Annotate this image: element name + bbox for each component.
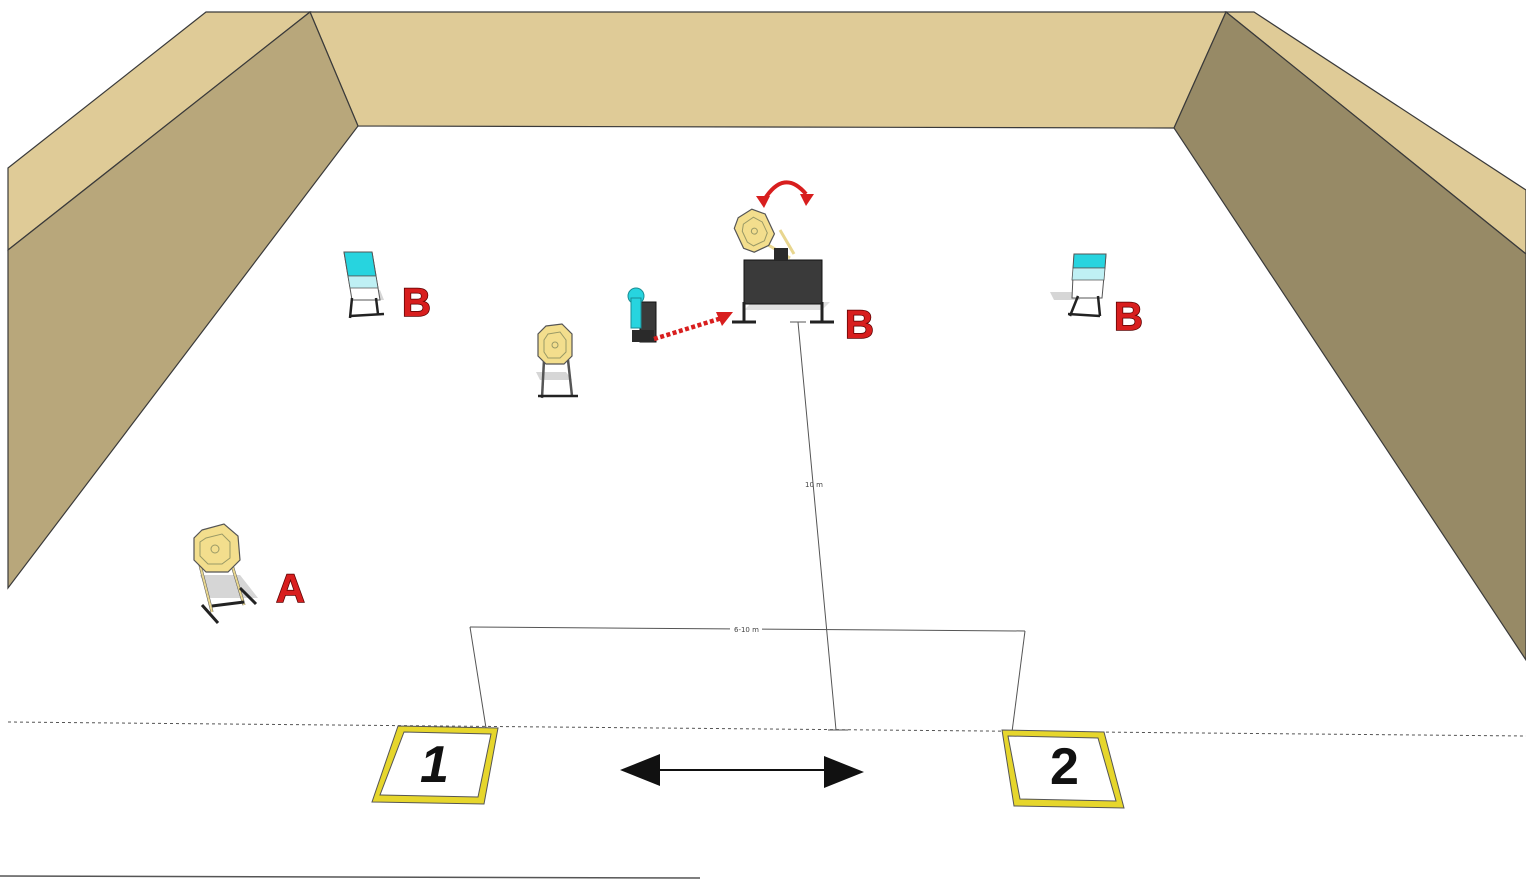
- target-a-face: [193, 523, 241, 573]
- target-center-paper: [536, 323, 578, 399]
- double-arrow-icon: [620, 754, 864, 788]
- target-a: A: [193, 523, 306, 624]
- back-wall-top: [309, 11, 1227, 129]
- dotted-arrow-icon: [653, 312, 733, 342]
- shooting-box-1: 1: [371, 725, 499, 805]
- target-a-label: A: [276, 567, 305, 611]
- width-dimension: 6-10 m: [469, 624, 1026, 733]
- mover-base: [743, 259, 823, 305]
- shooting-box-1-label: 1: [420, 736, 449, 794]
- activator-popper: [627, 287, 657, 343]
- width-dimension-label: 6-10 m: [734, 626, 759, 634]
- depth-dimension-label: 10 m: [805, 481, 823, 489]
- target-b-left-label: B: [402, 281, 431, 325]
- target-b-center-label: B: [845, 303, 874, 347]
- fault-line: [7, 721, 1526, 737]
- shooting-box-2: 2: [1001, 729, 1125, 809]
- depth-dimension: 10 m: [790, 321, 848, 731]
- curved-arrow-icon: [762, 180, 808, 202]
- floor-edge-line: [0, 875, 701, 879]
- right-wall-face: [1173, 11, 1526, 662]
- target-b-right-label: B: [1114, 295, 1143, 339]
- left-wall-face: [7, 11, 359, 590]
- mover-target-face: [733, 208, 776, 253]
- mover-target: B: [732, 180, 875, 348]
- target-b-right: B: [1050, 253, 1144, 340]
- target-b-left: B: [343, 251, 432, 326]
- shooting-box-2-label: 2: [1050, 738, 1079, 796]
